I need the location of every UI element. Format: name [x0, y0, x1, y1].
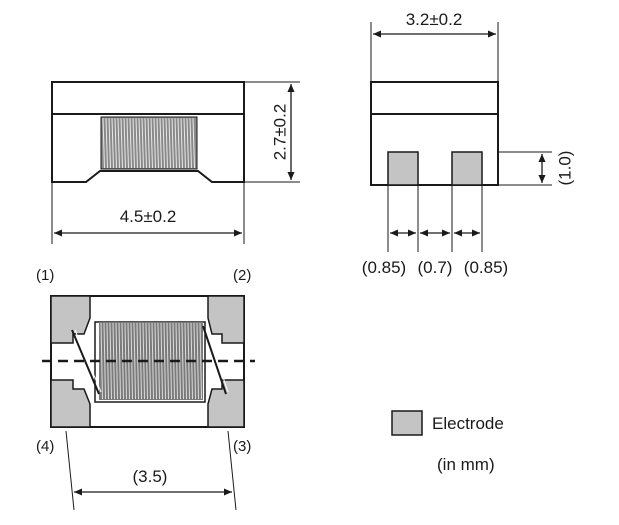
- winding-turn: [166, 322, 169, 400]
- winding-turn: [111, 117, 114, 169]
- winding-turn: [199, 322, 202, 400]
- legend-unit-note: (in mm): [437, 455, 495, 474]
- winding-turn: [165, 117, 168, 169]
- pin-label-2: (2): [233, 267, 251, 284]
- winding-turn: [163, 322, 166, 400]
- winding-turn: [144, 117, 147, 169]
- winding-turn: [123, 117, 126, 169]
- top-view-electrode-2: [207, 295, 245, 344]
- winding-turn: [135, 117, 138, 169]
- winding-turn: [162, 117, 165, 169]
- winding-turn: [120, 117, 123, 169]
- winding-turn: [151, 322, 154, 400]
- end-view: 3.2±0.2 (1.0) (0.85) (0.7) (0.85): [362, 10, 575, 277]
- winding-turn: [133, 322, 136, 400]
- winding-turn: [196, 322, 199, 400]
- winding-turn: [132, 117, 135, 169]
- gap-label: (0.7): [418, 258, 453, 277]
- top-view-electrode-3: [207, 379, 245, 428]
- winding-turn: [129, 117, 132, 169]
- winding-turn: [141, 117, 144, 169]
- winding-turn: [192, 117, 195, 169]
- winding-turn: [108, 117, 111, 169]
- winding-turn: [159, 117, 162, 169]
- winding-turn: [156, 117, 159, 169]
- winding-turn: [118, 322, 121, 400]
- lead-wire-right-inner: [205, 325, 229, 393]
- winding-turn: [115, 322, 118, 400]
- winding-turn: [153, 117, 156, 169]
- winding-turn: [174, 117, 177, 169]
- pitch-label: (3.5): [133, 467, 168, 486]
- legend-electrode-swatch: [391, 410, 423, 436]
- winding-turn: [184, 322, 187, 400]
- winding-turn: [100, 322, 103, 400]
- lead-wire-left: [71, 329, 100, 395]
- pin-label-1: (1): [36, 267, 54, 284]
- winding-turn: [181, 322, 184, 400]
- winding-turn: [105, 117, 108, 169]
- top-view-electrode-1: [50, 295, 91, 344]
- top-view: (1) (2) (4) (3) (3.5): [36, 267, 255, 511]
- side-height-label: 2.7±0.2: [270, 104, 289, 161]
- top-view-electrode-4: [50, 379, 91, 428]
- winding-turn: [136, 322, 139, 400]
- side-view-body: [51, 81, 245, 183]
- winding-turn: [150, 117, 153, 169]
- side-view-winding-lines: [102, 117, 195, 169]
- winding-turn: [186, 117, 189, 169]
- electrode-width-left-label: (0.85): [362, 258, 406, 277]
- winding-turn: [180, 117, 183, 169]
- winding-turn: [177, 117, 180, 169]
- winding-turn: [171, 117, 174, 169]
- side-width-label: 4.5±0.2: [120, 207, 177, 226]
- lead-wire-left-inner: [74, 329, 102, 393]
- pin-label-4: (4): [36, 438, 54, 455]
- winding-turn: [138, 117, 141, 169]
- winding-turn: [183, 117, 186, 169]
- end-view-body: [370, 81, 499, 186]
- winding-turn: [114, 117, 117, 169]
- electrode-width-right-label: (0.85): [464, 258, 508, 277]
- end-view-electrode-right: [451, 151, 483, 186]
- end-view-electrode-left: [387, 151, 419, 186]
- winding-turn: [102, 117, 105, 169]
- legend-electrode-label: Electrode: [432, 414, 504, 433]
- legend: Electrode (in mm): [391, 410, 504, 474]
- winding-turn: [148, 322, 151, 400]
- winding-turn: [126, 117, 129, 169]
- lead-wire-right: [202, 325, 227, 395]
- winding-turn: [147, 117, 150, 169]
- electrode-height-label: (1.0): [555, 151, 574, 186]
- end-width-label: 3.2±0.2: [406, 10, 463, 29]
- winding-turn: [103, 322, 106, 400]
- pin-label-3: (3): [233, 438, 251, 455]
- winding-turn: [189, 117, 192, 169]
- winding-turn: [168, 117, 171, 169]
- winding-turn: [117, 117, 120, 169]
- side-view: 2.7±0.2 4.5±0.2: [51, 81, 300, 244]
